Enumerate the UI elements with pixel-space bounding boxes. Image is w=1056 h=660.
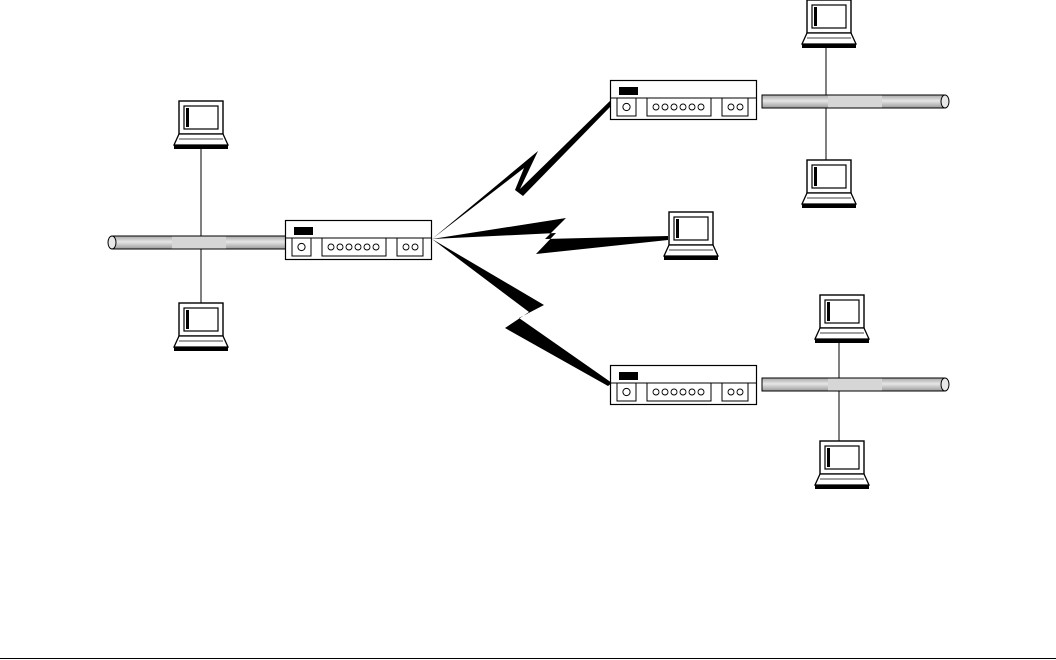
laptop-icon xyxy=(815,295,869,343)
lan-left xyxy=(108,101,286,351)
lightning-bolt-link xyxy=(432,239,612,386)
lightning-bolt-link xyxy=(432,97,614,239)
page-divider xyxy=(0,658,1056,659)
laptop-icon xyxy=(802,160,856,208)
ethernet-cable xyxy=(762,378,949,391)
ethernet-cable xyxy=(762,95,949,108)
laptop-icon xyxy=(802,0,856,48)
lan-bottom-right xyxy=(611,295,950,489)
router-icon xyxy=(286,221,432,260)
router-icon xyxy=(611,366,757,405)
laptop-icon xyxy=(174,101,228,149)
laptop-icon xyxy=(174,303,228,351)
laptop-icon xyxy=(815,441,869,489)
lightning-bolt-link xyxy=(432,218,668,254)
laptop-icon xyxy=(664,212,718,260)
lan-top-right xyxy=(611,0,950,208)
ethernet-cable xyxy=(108,236,286,249)
router-icon xyxy=(611,81,757,120)
